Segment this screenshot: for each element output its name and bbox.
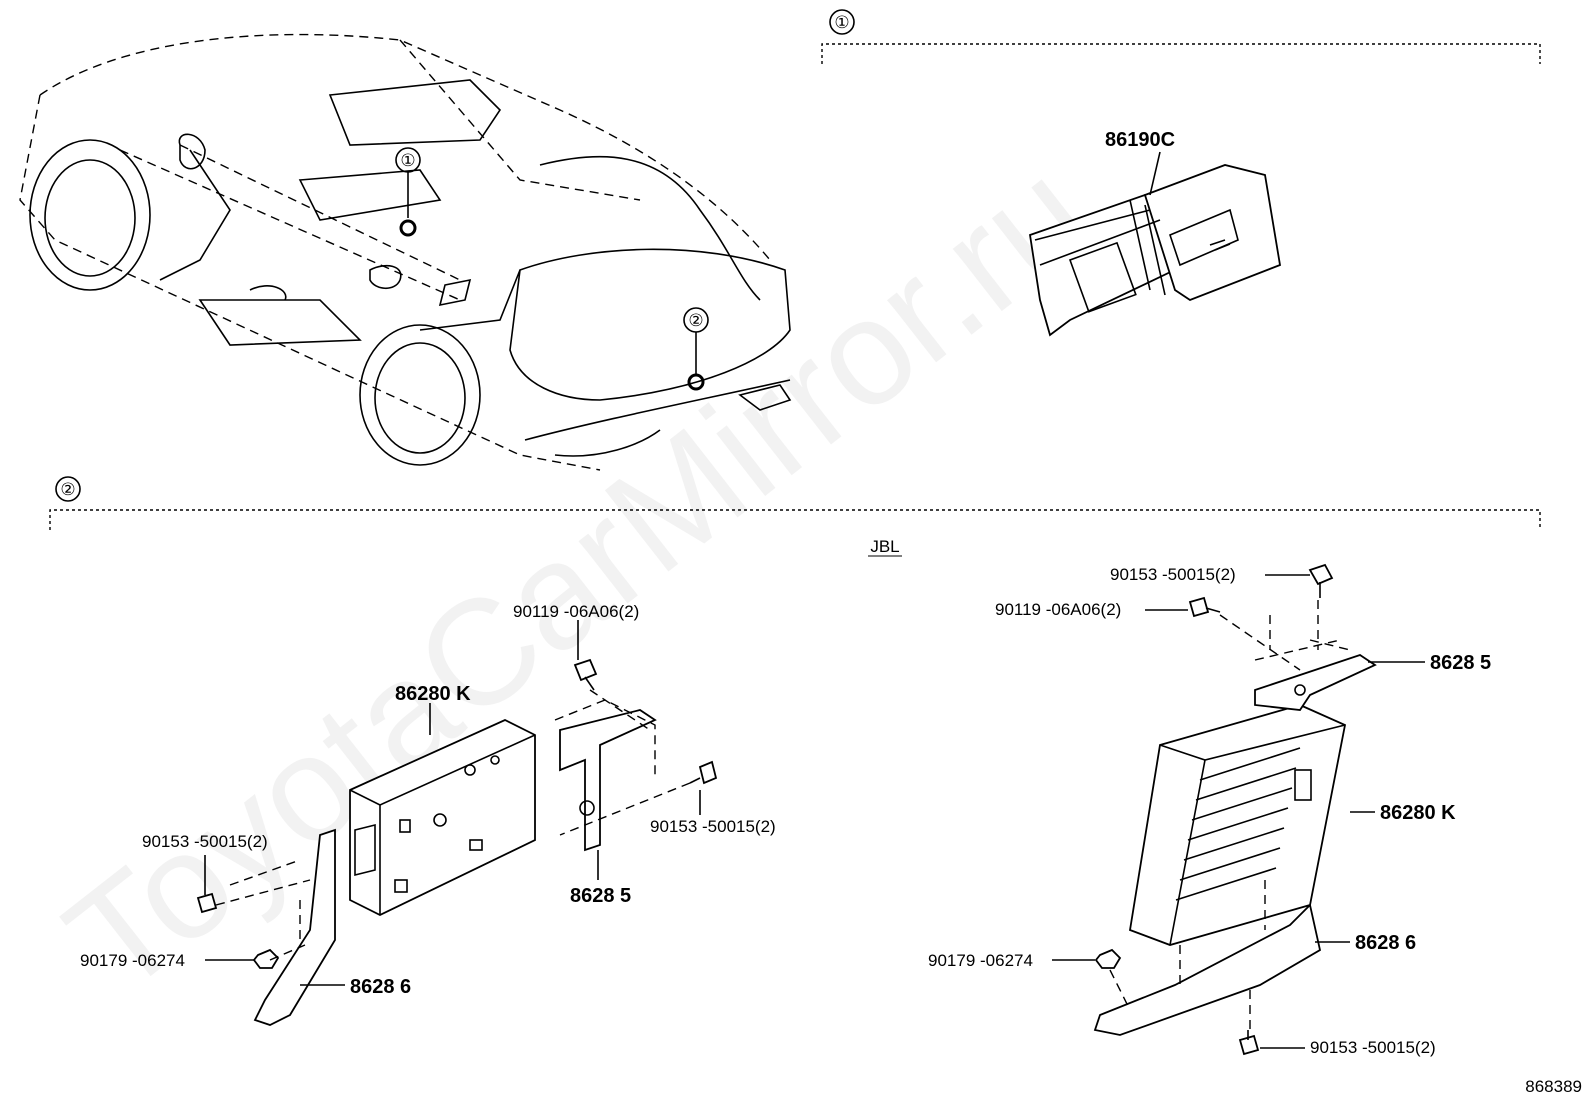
bolt-50015-right-bottom-label: 90153 -50015(2)	[1310, 1038, 1436, 1057]
section-two: ② JBL	[49, 476, 1541, 1057]
bolt-06a06-left-label: 90119 -06A06(2)	[513, 602, 639, 621]
car-callout-two: ②	[688, 311, 703, 330]
amp-left-label: 86280 K	[395, 683, 471, 705]
nut-left	[252, 948, 280, 969]
bolt-06a06-right-label: 90119 -06A06(2)	[995, 600, 1121, 619]
section-one-callout: ①	[834, 13, 849, 32]
nut-06274-right-label: 90179 -06274	[928, 951, 1033, 970]
bracket-upper-left-label: 8628 5	[570, 885, 631, 907]
usb-module-label: 86190C	[1105, 129, 1175, 151]
bolt-right-mid	[1188, 596, 1221, 618]
car-callout-one: ①	[400, 151, 415, 170]
bracket-lower-right-label: 8628 6	[1355, 932, 1416, 954]
nut-06274-left-label: 90179 -06274	[80, 951, 185, 970]
bracket-upper-right-label: 8628 5	[1430, 652, 1491, 674]
car-illustration: ① ②	[19, 33, 792, 471]
left-assembly	[196, 620, 718, 1026]
bracket-lower-left-label: 8628 6	[350, 976, 411, 998]
bolt-50015-left-b-label: 90153 -50015(2)	[650, 817, 776, 836]
right-assembly	[1052, 563, 1425, 1056]
section-one: ① 86190C	[821, 9, 1541, 337]
bolt-50015-right-top-label: 90153 -50015(2)	[1110, 565, 1236, 584]
bolt-left-right	[689, 760, 718, 785]
usb-module	[1028, 164, 1282, 337]
bolt-right-top	[1308, 563, 1334, 598]
bolt-50015-left-a-label: 90153 -50015(2)	[142, 832, 268, 851]
amp-right-label: 86280 K	[1380, 802, 1456, 824]
nut-right	[1094, 948, 1122, 969]
bolt-left-top	[573, 658, 598, 691]
diagram-id: 868389	[1525, 1077, 1582, 1096]
section-two-callout: ②	[60, 480, 75, 499]
bolt-left-left	[196, 892, 218, 914]
jbl-label: JBL	[870, 537, 899, 556]
bolt-right-bottom	[1238, 1030, 1260, 1056]
